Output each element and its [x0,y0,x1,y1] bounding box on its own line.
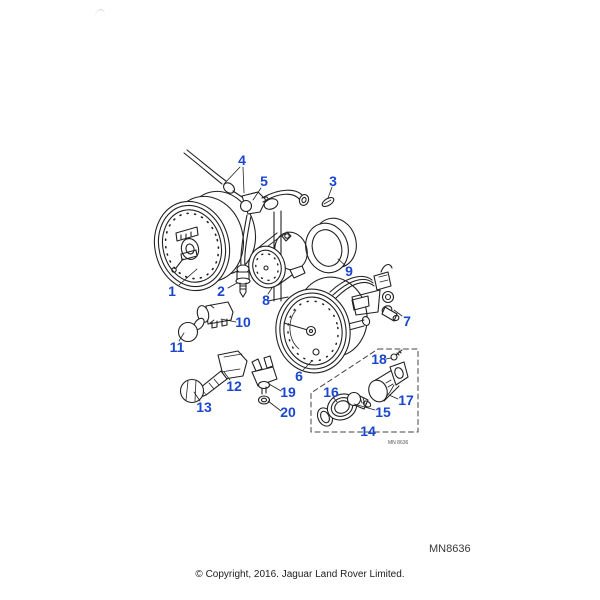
part-5-union-art [239,189,310,215]
callout-17: 17 [398,392,414,408]
callout-20: 20 [280,404,296,420]
part-17-housing-art [368,361,409,403]
part-2-sender-art [235,214,252,298]
callout-8: 8 [262,292,270,308]
part-11-bulb-art [177,317,205,343]
part-8-gauge-art [248,231,308,289]
copyright-text: © Copyright, 2016. Jaguar Land Rover Lim… [195,569,405,580]
callout-14: 14 [360,423,376,439]
part-7-bulbholder-art [329,263,400,322]
callout-11: 11 [169,339,185,355]
callout-4: 4 [238,152,246,168]
callout-9: 9 [345,263,353,279]
part-12-switch-art [195,350,248,398]
part-3-clip-art [321,196,335,208]
part-15-bulb-art [346,391,372,410]
callout-13: 13 [196,399,212,415]
drawing-code: MN8636 [429,543,471,555]
part-10-holder-art [196,301,234,329]
callout-5: 5 [260,173,268,189]
callout-15: 15 [375,404,391,420]
part-18-screw-art [390,349,403,361]
part-19-sensor-art [251,355,278,395]
part-4-cable-art [183,149,243,198]
callout-16: 16 [323,384,339,400]
part-6-tachometer-art [275,276,371,374]
callout-12: 12 [226,378,242,394]
callout-19: 19 [280,384,296,400]
part-20-nut-art [257,395,271,405]
scan-artifact [95,9,105,18]
part-13-knob-art [179,378,205,404]
callout-7: 7 [403,313,411,329]
callout-6: 6 [295,368,303,384]
callout-10: 10 [235,314,251,330]
micro-drawing-label: MN 8636 [388,440,409,446]
subassembly-box [310,348,419,433]
callout-18: 18 [371,351,387,367]
part-9-bezel-art [305,217,357,274]
callout-3: 3 [329,173,337,189]
callout-1: 1 [168,283,176,299]
part-1-speedometer-art [153,190,289,302]
leader-lines [178,166,403,412]
callout-2: 2 [217,283,225,299]
